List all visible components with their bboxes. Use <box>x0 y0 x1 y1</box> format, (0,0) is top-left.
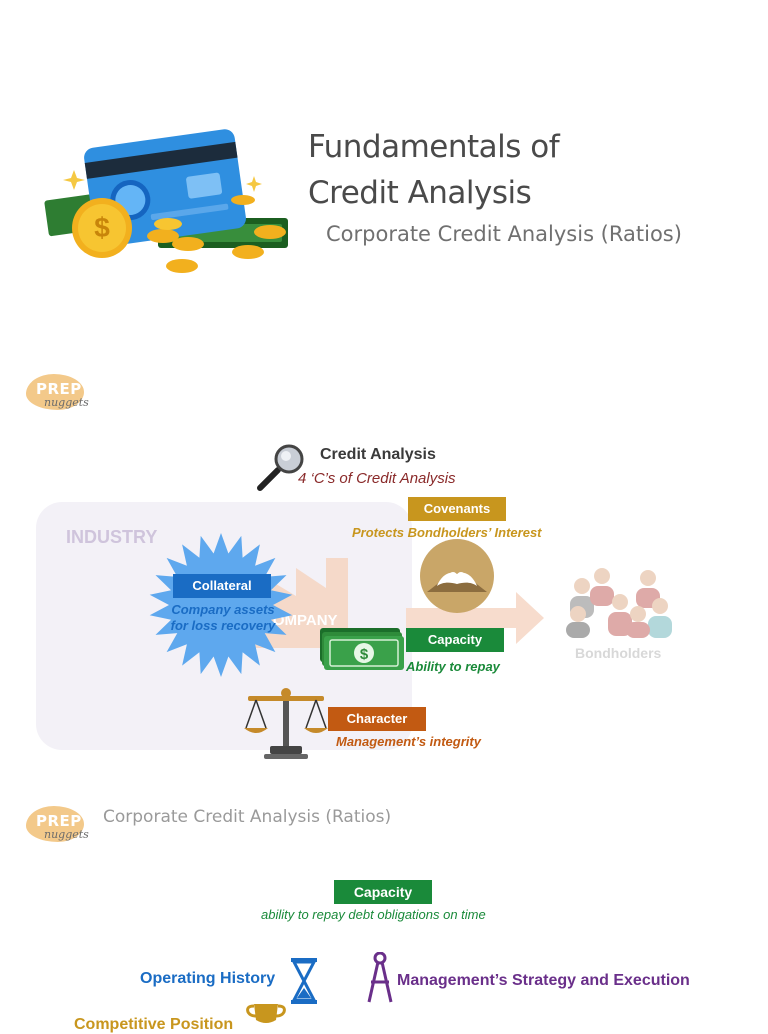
title-line-1: Fundamentals of <box>308 129 560 165</box>
competitive-position-label: Competitive Position <box>74 1016 234 1033</box>
gear-burst-icon <box>149 533 293 677</box>
handshake-icon <box>420 539 494 613</box>
character-note: Management’s integrity <box>336 734 481 749</box>
industry-label: INDUSTRY <box>66 527 158 547</box>
character-tag: Character <box>328 707 426 731</box>
svg-text:$: $ <box>360 646 369 663</box>
credit-card-icon: $ <box>44 129 288 273</box>
diagram-heading: Credit Analysis <box>320 446 436 463</box>
covenants-note: Protects Bondholders’ Interest <box>352 525 542 540</box>
diagram-subheading: 4 ‘C’s of Credit Analysis <box>298 470 456 487</box>
capacity-description: ability to repay debt obligations on tim… <box>261 907 486 922</box>
collateral-note-line-1: Company assets <box>171 602 275 617</box>
management-strategy-label: Management’s Strategy and Execution <box>397 972 690 989</box>
collateral-note-line-2: for loss recovery <box>170 618 276 633</box>
prep-nuggets-logo-2: PREP nuggets <box>26 806 89 850</box>
magnifier-icon <box>257 444 304 491</box>
capacity-tag: Capacity <box>406 628 504 652</box>
trophy-icon <box>246 1004 286 1023</box>
capacity-note: Ability to repay <box>406 659 500 674</box>
scales-icon <box>244 688 328 759</box>
cash-stack-icon: $ <box>320 628 404 670</box>
collateral-note: Company assets for loss recovery <box>160 602 286 634</box>
capacity-label-box: Capacity <box>334 880 432 904</box>
title-line-2: Credit Analysis <box>308 175 532 211</box>
collateral-tag: Collateral <box>173 574 271 598</box>
compass-icon <box>367 952 393 1003</box>
people-group-icon <box>566 568 672 638</box>
bondholders-label: Bondholders <box>575 645 662 661</box>
svg-text:$: $ <box>94 212 110 243</box>
covenants-tag: Covenants <box>408 497 506 521</box>
section3-header: Corporate Credit Analysis (Ratios) <box>103 807 392 827</box>
title-subtitle: Corporate Credit Analysis (Ratios) <box>326 222 682 246</box>
flow-arrow <box>406 592 544 644</box>
operating-history-label: Operating History <box>140 970 276 987</box>
prep-nuggets-logo: PREP nuggets <box>26 374 89 418</box>
hourglass-icon <box>291 958 317 1004</box>
